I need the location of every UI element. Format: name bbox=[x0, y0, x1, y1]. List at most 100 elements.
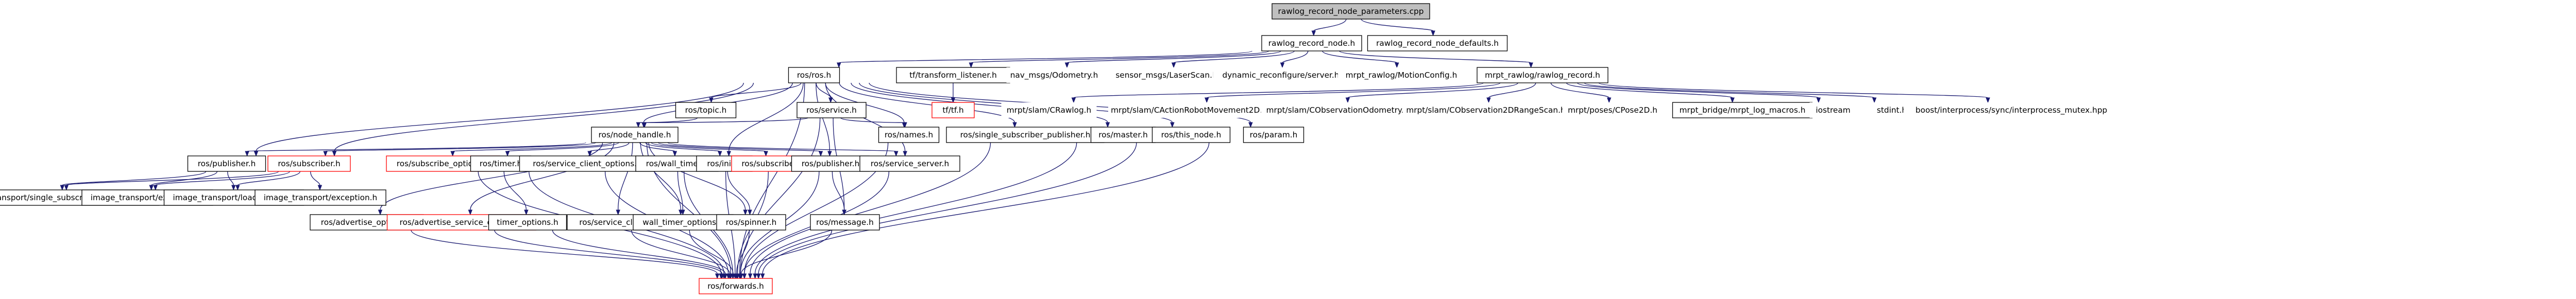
edge-arrowhead bbox=[505, 151, 510, 157]
node-label: rawlog_record_node_parameters.cpp bbox=[1278, 7, 1424, 16]
node-timeropts[interactable]: timer_options.h bbox=[488, 214, 567, 231]
node-param[interactable]: ros/param.h bbox=[1243, 127, 1304, 143]
edge-nodehandle-to-publisher2 bbox=[657, 142, 823, 157]
edge-nodehandle-to-walltimeropts bbox=[640, 142, 683, 216]
node-label: ros/subscribe_options.h bbox=[397, 159, 489, 169]
edge-line bbox=[1584, 82, 1875, 98]
edge-arrowhead bbox=[735, 273, 740, 279]
node-publisher2[interactable]: ros/publisher.h bbox=[791, 155, 870, 172]
node-label: mrpt/slam/CActionRobotMovement2D.h bbox=[1111, 105, 1267, 115]
node-spinner[interactable]: ros/spinner.h bbox=[716, 214, 786, 231]
edge-line bbox=[1322, 50, 1397, 63]
edge-line bbox=[677, 171, 684, 210]
edge-line bbox=[1073, 82, 1484, 98]
node-names[interactable]: ros/names.h bbox=[878, 127, 940, 143]
edge-arrowhead bbox=[739, 273, 743, 279]
node-topic[interactable]: ros/topic.h bbox=[675, 102, 737, 118]
node-label: ros/master.h bbox=[1098, 130, 1148, 139]
node-label: ros/service_client_options.h bbox=[533, 159, 641, 169]
node-box bbox=[931, 102, 975, 118]
node-label: sensor_msgs/LaserScan.h bbox=[1115, 71, 1217, 80]
edge-rossubscriber-to-itsinglesub bbox=[64, 171, 279, 191]
edge-param-to-forwards bbox=[760, 142, 1210, 279]
node-rossubscriber[interactable]: ros/subscriber.h bbox=[267, 155, 351, 172]
node-logmacros[interactable]: mrpt_bridge/mrpt_log_macros.h bbox=[1672, 102, 1813, 118]
node-tfftf[interactable]: tf/tf.h bbox=[931, 102, 975, 118]
node-label: ros/this_node.h bbox=[1161, 130, 1222, 140]
node-label: tf/transform_listener.h bbox=[909, 71, 997, 80]
node-svcserver[interactable]: ros/service_server.h bbox=[859, 155, 960, 172]
node-rrn[interactable]: rawlog_record_node.h bbox=[1261, 35, 1362, 51]
node-laser: sensor_msgs/LaserScan.h bbox=[1110, 67, 1223, 83]
edge-line bbox=[1066, 50, 1281, 63]
edge-line bbox=[689, 230, 734, 274]
edge-topic-to-nodehandle bbox=[636, 117, 698, 128]
node-box bbox=[1338, 67, 1465, 83]
node-service[interactable]: ros/service.h bbox=[796, 102, 867, 118]
edge-arrowhead bbox=[1872, 97, 1877, 103]
node-box bbox=[591, 127, 679, 143]
node-forwards[interactable]: ros/forwards.h bbox=[699, 278, 773, 294]
node-crawlog: mrpt/slam/CRawlog.h bbox=[1001, 102, 1097, 118]
edge-arrowhead bbox=[760, 273, 765, 279]
node-label: ros/ros.h bbox=[797, 71, 831, 80]
node-label: mrpt/slam/CRawlog.h bbox=[1007, 105, 1091, 115]
node-box bbox=[1402, 102, 1569, 118]
edge-line bbox=[816, 82, 831, 152]
node-box bbox=[788, 67, 840, 83]
edge-arrowhead bbox=[764, 151, 768, 157]
edge-arrowhead bbox=[726, 151, 731, 157]
edge-arrowhead bbox=[1170, 122, 1175, 128]
edge-rrn-to-motionconf bbox=[1322, 50, 1399, 68]
node-label: image_transport/exception.h bbox=[264, 193, 377, 203]
node-root[interactable]: rawlog_record_node_parameters.cpp bbox=[1272, 3, 1430, 20]
node-svcclientopts[interactable]: ros/service_client_options.h bbox=[519, 155, 656, 172]
node-singlesubpub[interactable]: ros/single_subscriber_publisher.h bbox=[946, 127, 1105, 143]
edge-rospublisher-to-itloaderfwds bbox=[227, 171, 236, 191]
node-mrr[interactable]: mrpt_rawlog/rawlog_record.h bbox=[1477, 67, 1608, 83]
edge-publisher2-to-message bbox=[832, 171, 846, 216]
node-itexception2[interactable]: image_transport/exception.h bbox=[255, 189, 386, 206]
edge-rrn-to-tftl bbox=[969, 50, 1269, 68]
edge-line bbox=[638, 117, 698, 123]
node-ros[interactable]: ros/ros.h bbox=[788, 67, 840, 83]
node-cobs2d: mrpt/slam/CObservation2DRangeScan.h bbox=[1402, 102, 1569, 118]
edge-mrr-to-cobsodom bbox=[1345, 82, 1518, 103]
node-tftl[interactable]: tf/transform_listener.h bbox=[896, 67, 1010, 83]
edge-line bbox=[667, 142, 896, 152]
edge-line bbox=[503, 171, 527, 210]
edge-arrowhead bbox=[715, 273, 720, 279]
node-label: ros/service.h bbox=[806, 105, 857, 115]
node-master[interactable]: ros/master.h bbox=[1090, 127, 1156, 143]
node-boostmutex: boost/interprocess/sync/interprocess_mut… bbox=[1904, 102, 2119, 118]
edge-arrowhead bbox=[756, 273, 761, 279]
edge-arrowhead bbox=[524, 209, 529, 216]
node-label: iostream bbox=[1816, 105, 1850, 115]
node-message[interactable]: ros/message.h bbox=[810, 214, 880, 231]
node-label: ros/single_subscriber_publisher.h bbox=[960, 130, 1091, 140]
edge-line bbox=[1347, 82, 1518, 98]
edge-master-to-forwards bbox=[753, 142, 1077, 279]
edge-arrowhead bbox=[743, 209, 748, 216]
edge-nodehandle-to-spinner bbox=[648, 142, 748, 216]
node-label: ros/publisher.h bbox=[198, 159, 256, 168]
edge-line bbox=[1550, 82, 1609, 98]
node-thisnode[interactable]: ros/this_node.h bbox=[1151, 127, 1231, 143]
edge-line bbox=[1598, 82, 1989, 98]
node-label: timer_options.h bbox=[497, 218, 558, 227]
node-rospublisher[interactable]: ros/publisher.h bbox=[187, 155, 266, 172]
node-label: wall_timer_options.h bbox=[642, 218, 723, 227]
node-box bbox=[1477, 67, 1608, 83]
edge-line bbox=[727, 171, 751, 210]
node-box bbox=[1151, 127, 1231, 143]
node-box bbox=[1563, 102, 1663, 118]
node-nodehandle[interactable]: ros/node_handle.h bbox=[591, 127, 679, 143]
edge-arrowhead bbox=[1606, 97, 1612, 103]
edge-line bbox=[66, 171, 279, 186]
node-rrnd[interactable]: rawlog_record_node_defaults.h bbox=[1367, 35, 1508, 51]
node-label: ros/node_handle.h bbox=[599, 130, 671, 140]
edge-line bbox=[651, 142, 767, 152]
edge-line bbox=[740, 117, 821, 274]
edge-line bbox=[754, 142, 1077, 274]
